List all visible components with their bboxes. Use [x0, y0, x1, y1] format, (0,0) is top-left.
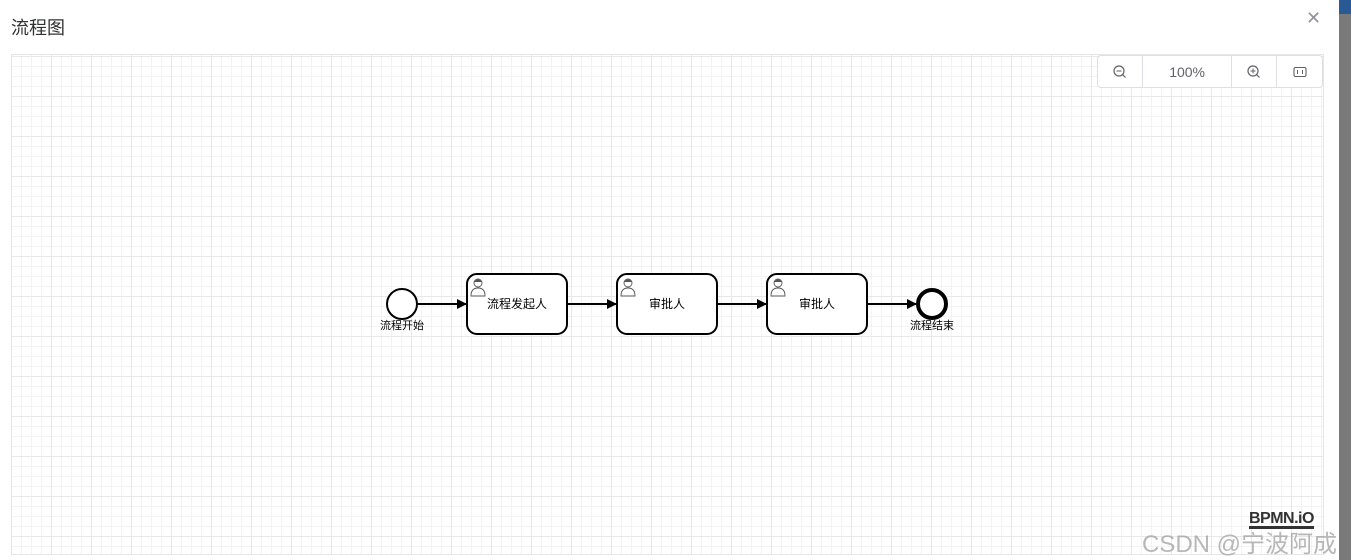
zoom-out-button[interactable] [1098, 56, 1143, 87]
fit-view-button[interactable] [1277, 56, 1322, 87]
zoom-in-icon [1247, 64, 1261, 78]
start-event[interactable] [386, 288, 418, 320]
start-event-label: 流程开始 [380, 318, 424, 332]
task-label: 审批人 [649, 296, 685, 311]
fit-view-icon [1293, 66, 1307, 77]
zoom-toolbar: 100% [1097, 55, 1323, 88]
zoom-in-button[interactable] [1232, 56, 1278, 87]
task-label: 流程发起人 [487, 296, 547, 311]
close-icon[interactable]: ✕ [1306, 8, 1322, 28]
page-overlay [1339, 0, 1351, 560]
end-event[interactable] [916, 288, 948, 320]
end-event-label: 流程结束 [910, 318, 954, 332]
zoom-out-icon [1113, 64, 1126, 78]
dialog-title: 流程图 [11, 18, 65, 38]
watermark: CSDN @宁波阿成 [1142, 531, 1338, 558]
task-label: 审批人 [799, 296, 835, 311]
zoom-level: 100% [1143, 56, 1233, 87]
bpmn-io-logo[interactable]: BPMN.iO [1249, 510, 1314, 529]
